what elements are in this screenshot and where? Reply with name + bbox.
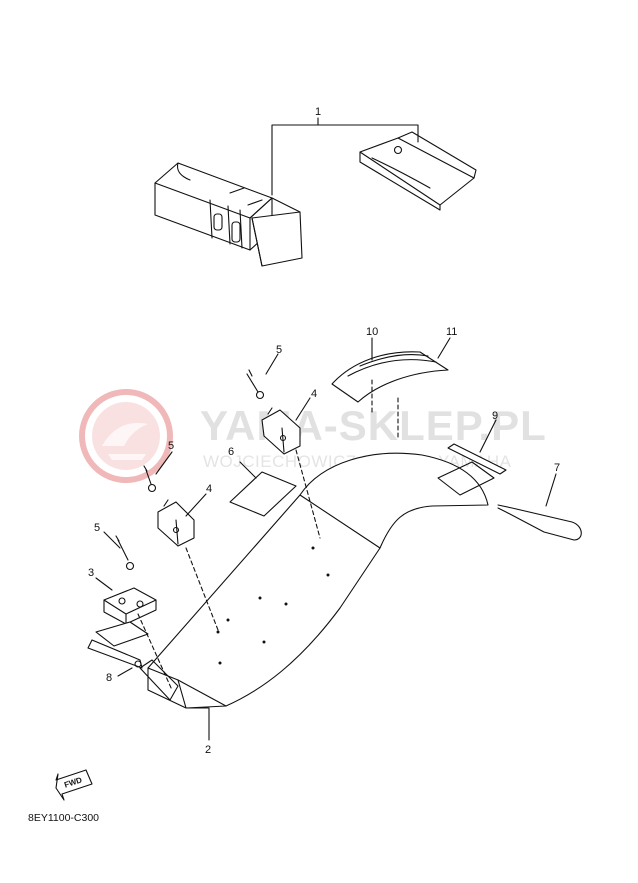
screw-part-5-b	[143, 465, 157, 493]
callout-2: 2	[205, 744, 212, 756]
callout-3: 3	[88, 567, 95, 579]
decal-part-10-11	[331, 351, 449, 403]
hook-rod-part-7	[497, 504, 582, 541]
leader-lines	[95, 337, 557, 741]
watermark-text: YAMA-SKLEP.PL	[200, 402, 547, 449]
callout-9: 9	[492, 410, 499, 422]
rear-fender-part	[139, 452, 495, 709]
screw-part-5-c	[115, 535, 135, 571]
callout-4-upper: 4	[311, 388, 318, 400]
clip-part-8	[87, 639, 143, 669]
toolkit-bag-part	[154, 117, 477, 267]
diagram-code: 8EY1100-C300	[28, 812, 100, 824]
forward-arrow-icon	[55, 769, 93, 801]
watermark-logo	[79, 389, 173, 483]
callout-7: 7	[554, 462, 561, 474]
strip-part-9	[447, 443, 507, 475]
callout-8: 8	[106, 672, 113, 684]
callout-11: 11	[446, 326, 458, 338]
assembly-dashed-lines	[137, 379, 399, 691]
callout-6: 6	[228, 446, 235, 458]
callout-5-a: 5	[276, 344, 283, 356]
bracket-part-4-upper	[261, 407, 301, 455]
callout-5-b: 5	[168, 440, 175, 452]
pad-part-6	[229, 471, 297, 517]
callout-1: 1	[315, 106, 322, 118]
screw-part-5-a	[246, 369, 265, 400]
bracket-part-4-lower	[157, 499, 195, 547]
bracket-part-3	[95, 587, 157, 647]
callout-5-c: 5	[94, 522, 101, 534]
callout-4-lower: 4	[206, 483, 213, 495]
callout-10: 10	[366, 326, 379, 338]
